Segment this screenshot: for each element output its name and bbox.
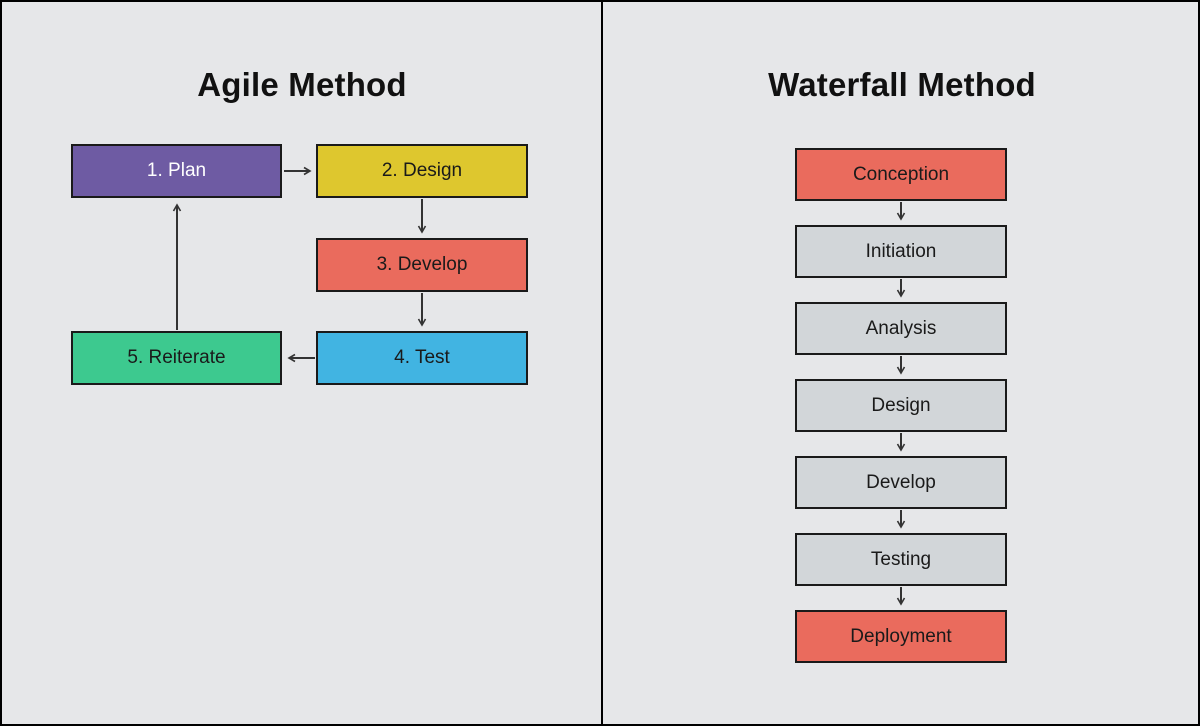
waterfall-node-design: Design bbox=[795, 379, 1007, 432]
waterfall-node-testing: Testing bbox=[795, 533, 1007, 586]
waterfall-node-deployment: Deployment bbox=[795, 610, 1007, 663]
waterfall-node-deployment-label: Deployment bbox=[850, 625, 952, 647]
waterfall-node-design-label: Design bbox=[871, 394, 931, 416]
panel-divider bbox=[601, 2, 603, 724]
agile-node-reiterate-label: 5. Reiterate bbox=[127, 347, 226, 368]
agile-node-test: 4. Test bbox=[316, 331, 528, 385]
waterfall-node-develop: Develop bbox=[795, 456, 1007, 509]
waterfall-node-analysis-label: Analysis bbox=[865, 317, 937, 339]
agile-node-develop-label: 3. Develop bbox=[376, 254, 468, 275]
agile-node-reiterate: 5. Reiterate bbox=[71, 331, 282, 385]
waterfall-node-conception: Conception bbox=[795, 148, 1007, 201]
agile-node-design-label: 2. Design bbox=[381, 160, 463, 181]
agile-node-plan-label: 1. Plan bbox=[146, 160, 207, 181]
waterfall-node-initiation-label: Initiation bbox=[865, 240, 937, 262]
agile-node-design: 2. Design bbox=[316, 144, 528, 198]
waterfall-node-develop-label: Develop bbox=[866, 471, 936, 493]
agile-node-test-label: 4. Test bbox=[394, 347, 450, 368]
agile-node-plan: 1. Plan bbox=[71, 144, 282, 198]
waterfall-node-analysis: Analysis bbox=[795, 302, 1007, 355]
waterfall-node-conception-label: Conception bbox=[852, 163, 950, 185]
waterfall-node-testing-label: Testing bbox=[870, 548, 932, 570]
waterfall-panel-title: Waterfall Method bbox=[768, 66, 1036, 103]
agile-panel-title: Agile Method bbox=[197, 66, 407, 103]
waterfall-node-initiation: Initiation bbox=[795, 225, 1007, 278]
agile-node-develop: 3. Develop bbox=[316, 238, 528, 292]
